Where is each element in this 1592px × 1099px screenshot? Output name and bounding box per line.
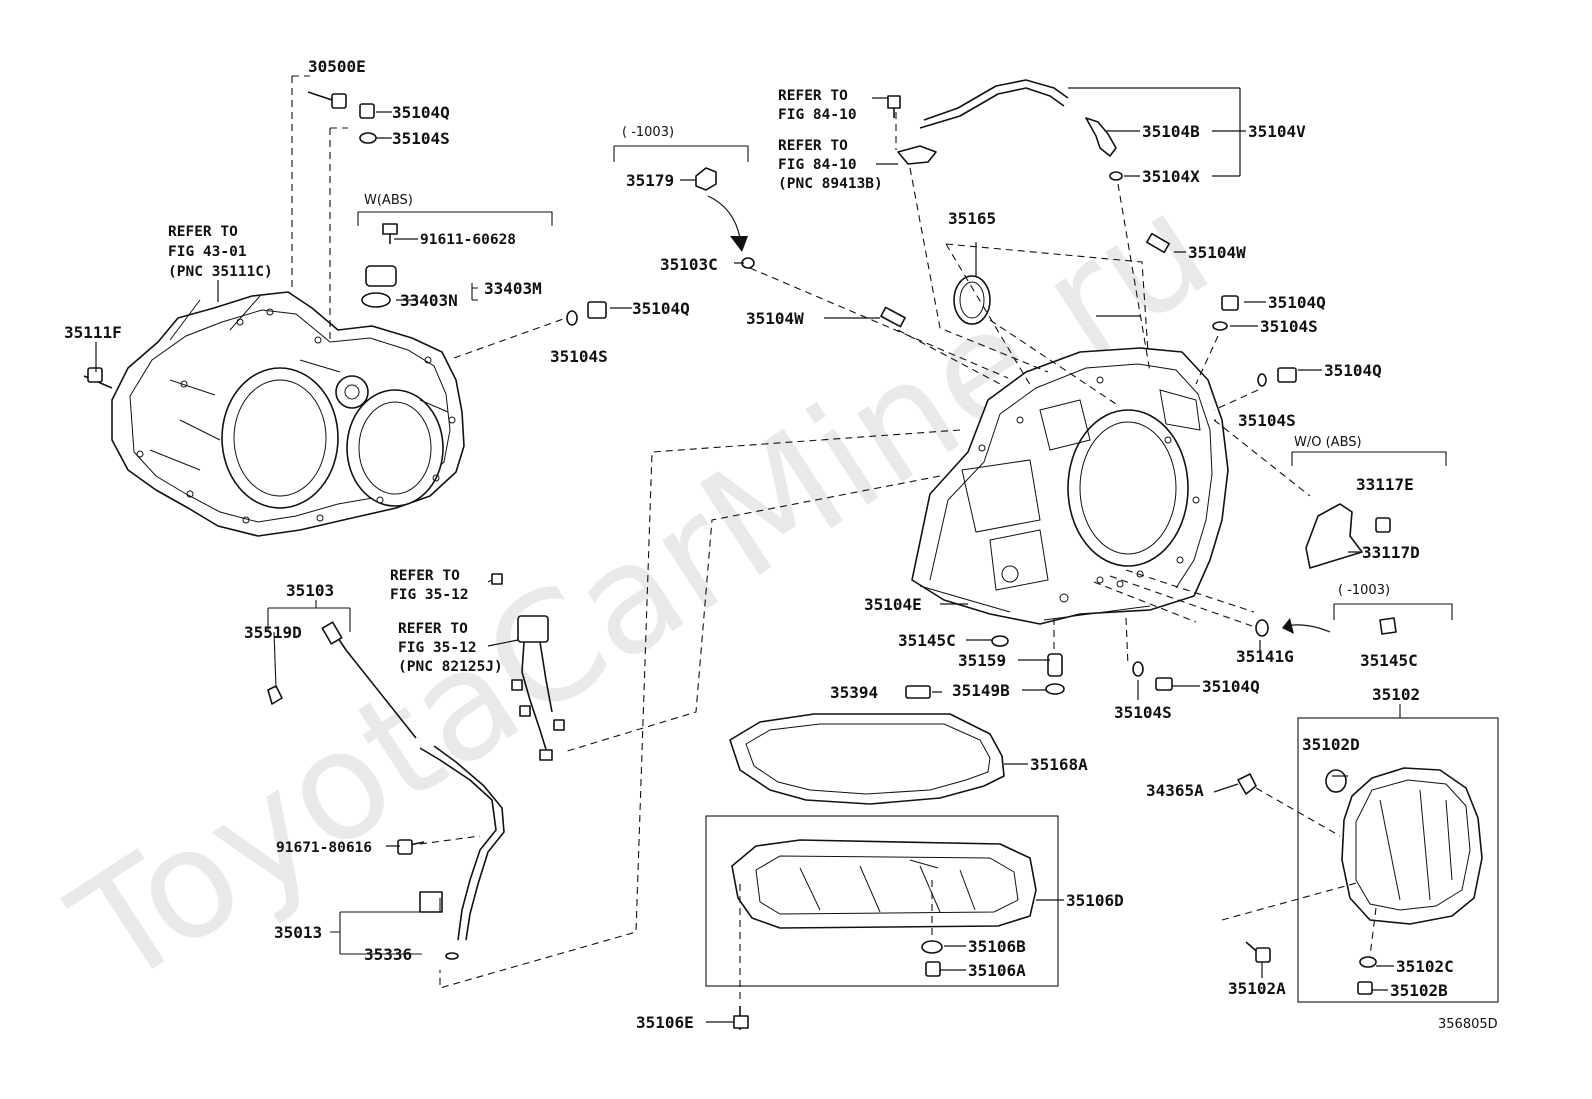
wiring-harness-illustration (491, 573, 565, 761)
diagram-id: 356805D (1438, 1017, 1498, 1032)
label-35336: 35336 (364, 945, 412, 964)
label-35103: 35103 (286, 581, 334, 600)
label-35104S-upper-right: 35104S (1260, 317, 1318, 336)
label-35106B: 35106B (968, 937, 1026, 956)
label-refer-35-12-a-line2: FIG 35-12 (390, 587, 469, 603)
label-refer-43-01-line1: REFER TO (168, 224, 238, 240)
label-wo-abs: W/O (ABS) (1294, 435, 1362, 450)
label-35106E: 35106E (636, 1013, 694, 1032)
label-35104B: 35104B (1142, 122, 1200, 141)
transaxle-housing-illustration (111, 291, 465, 537)
label-35165: 35165 (948, 209, 996, 228)
label-35104Q-upper-right: 35104Q (1268, 293, 1326, 312)
label-35013: 35013 (274, 923, 322, 942)
oil-pan-gasket-illustration (729, 713, 1005, 805)
label-35519D: 35519D (244, 623, 302, 642)
label-35102B: 35102B (1390, 981, 1448, 1000)
label-refer-35-12-b-line3: (PNC 82125J) (398, 659, 503, 675)
label-35111F: 35111F (64, 323, 122, 342)
label-refer-84-10-b-line3: (PNC 89413B) (778, 176, 883, 192)
dashed-assembly-lines (291, 75, 1377, 1004)
transaxle-cover-illustration (1297, 717, 1499, 1003)
label-35104W-left: 35104W (746, 309, 804, 328)
oil-pan-illustration (731, 839, 1037, 929)
label-35104S-right: 35104S (1238, 411, 1296, 430)
label-35104V: 35104V (1248, 122, 1306, 141)
label-35394: 35394 (830, 683, 878, 702)
part-labels: 30500E 35104Q 35104S W(ABS) 91611-60628 … (64, 57, 1498, 1032)
label-35104S-mid-left: 35104S (550, 347, 608, 366)
label-refer-35-12-a-line1: REFER TO (390, 568, 460, 584)
label-period-1003-b: ( -1003) (1338, 583, 1390, 598)
label-35103C: 35103C (660, 255, 718, 274)
label-35104W-right: 35104W (1188, 243, 1246, 262)
label-refer-43-01-line3: (PNC 35111C) (168, 264, 273, 280)
label-35104S-top-left: 35104S (392, 129, 450, 148)
label-35159: 35159 (958, 651, 1006, 670)
label-33117E: 33117E (1356, 475, 1414, 494)
dipstick-illustration (267, 621, 417, 739)
label-w-abs: W(ABS) (364, 193, 413, 208)
label-35104S-lower: 35104S (1114, 703, 1172, 722)
label-35168A: 35168A (1030, 755, 1088, 774)
label-30500E: 30500E (308, 57, 366, 76)
label-35102C: 35102C (1396, 957, 1454, 976)
label-35145C-right: 35145C (1360, 651, 1418, 670)
dipstick-guide-illustration (419, 745, 505, 960)
label-35102: 35102 (1372, 685, 1420, 704)
label-35104Q-top-left: 35104Q (392, 103, 450, 122)
label-refer-84-10-b-line2: FIG 84-10 (778, 157, 857, 173)
label-33403M: 33403M (484, 279, 542, 298)
label-period-1003-a: ( -1003) (622, 125, 674, 140)
label-refer-35-12-b-line1: REFER TO (398, 621, 468, 637)
label-refer-84-10-a-line1: REFER TO (778, 88, 848, 104)
label-refer-84-10-b-line1: REFER TO (778, 138, 848, 154)
leader-lines (95, 87, 1401, 1023)
label-35104Q-right: 35104Q (1324, 361, 1382, 380)
label-35106D: 35106D (1066, 891, 1124, 910)
label-refer-43-01-line2: FIG 43-01 (168, 244, 247, 260)
label-35102D: 35102D (1302, 735, 1360, 754)
transaxle-case-illustration (911, 347, 1229, 625)
variant-brackets (357, 145, 1453, 620)
label-35104Q-lower: 35104Q (1202, 677, 1260, 696)
label-91611-60628: 91611-60628 (420, 232, 516, 248)
label-35102A: 35102A (1228, 979, 1286, 998)
label-refer-84-10-a-line2: FIG 84-10 (778, 107, 857, 123)
label-35106A: 35106A (968, 961, 1026, 980)
label-34365A: 34365A (1146, 781, 1204, 800)
label-35149B: 35149B (952, 681, 1010, 700)
label-35179: 35179 (626, 171, 674, 190)
label-33117D: 33117D (1362, 543, 1420, 562)
label-33403N: 33403N (400, 291, 458, 310)
label-35141G: 35141G (1236, 647, 1294, 666)
label-35145C-left: 35145C (898, 631, 956, 650)
label-35104Q-mid-left: 35104Q (632, 299, 690, 318)
label-91671-80616: 91671-80616 (276, 840, 372, 856)
label-refer-35-12-b-line2: FIG 35-12 (398, 640, 477, 656)
label-35104E: 35104E (864, 595, 922, 614)
label-35104X: 35104X (1142, 167, 1200, 186)
